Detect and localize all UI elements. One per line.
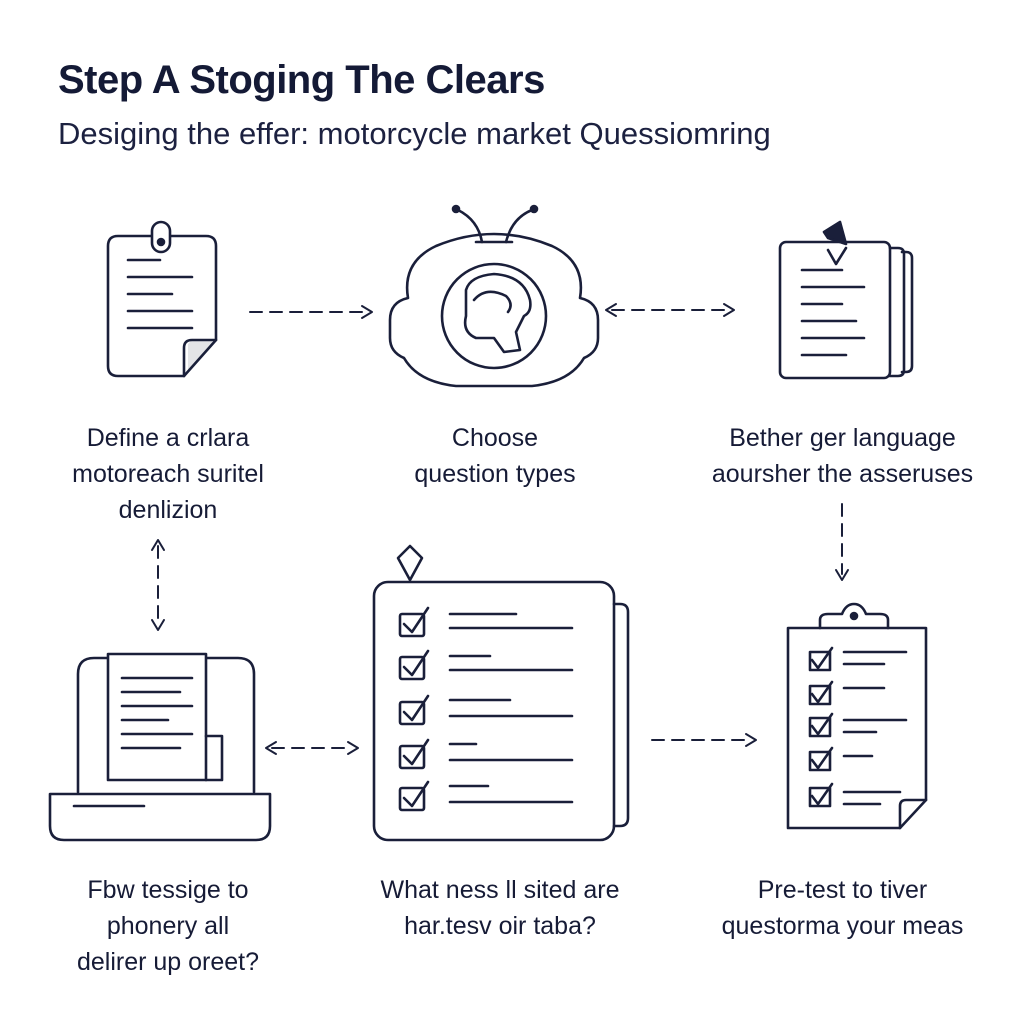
arrow-step5-to-step6 [651,733,757,747]
step-4-caption-line-3: delirer up oreet? [76,948,260,976]
arrow-step4-to-step5 [265,741,359,755]
step-3-caption-line-2: aoursher the asseruses [711,460,974,488]
step-2-caption: Choose question types [345,420,645,492]
step-5-caption-line-2: har.tesv oir taba? [404,912,596,940]
step-1-caption-line-3: denlizion [118,496,218,524]
step-5-caption: What ness ll sited are har.tesv oir taba… [345,872,655,944]
step-4-caption: Fbw tessige to phonery all delirer up or… [18,872,318,980]
diagram-subtitle: Desiging the effer: motorcycle market Qu… [58,116,771,151]
arrow-step2-to-step3 [605,303,735,317]
step-3-caption: Bether ger language aoursher the asserus… [670,420,1015,492]
document-stack-icon [778,220,914,380]
step-2-caption-line-1: Choose [451,424,539,452]
arrow-step1-to-step2 [249,305,373,319]
document-icon [106,220,218,378]
step-1-caption-line-1: Define a crlara [86,424,250,452]
step-1-caption: Define a crlara motoreach suritel denliz… [18,420,318,528]
clipboard-checklist-icon [786,602,928,830]
step-1-caption-line-2: motoreach suritel [72,460,264,488]
checklist-icon [372,544,630,842]
step-4-caption-line-2: phonery all [106,912,230,940]
diagram-title: Step A Stoging The Clears [58,58,545,102]
step-3-caption-line-1: Bether ger language [729,424,956,452]
arrow-step4-to-step1 [151,539,165,631]
connector-group [151,303,849,755]
step-5-caption-line-1: What ness ll sited are [380,876,620,904]
checkbox-group [398,606,574,812]
motorcycle-helmet-icon [388,204,600,388]
step-2-caption-line-2: question types [414,460,576,488]
step-6-caption-line-1: Pre-test to tiver [757,876,928,904]
step-4-caption-line-1: Fbw tessige to [87,876,249,904]
laptop-document-icon [48,652,272,842]
arrow-step3-to-step6 [835,503,849,581]
step-6-caption: Pre-test to tiver questorma your meas [670,872,1015,944]
step-6-caption-line-2: questorma your meas [721,912,964,940]
